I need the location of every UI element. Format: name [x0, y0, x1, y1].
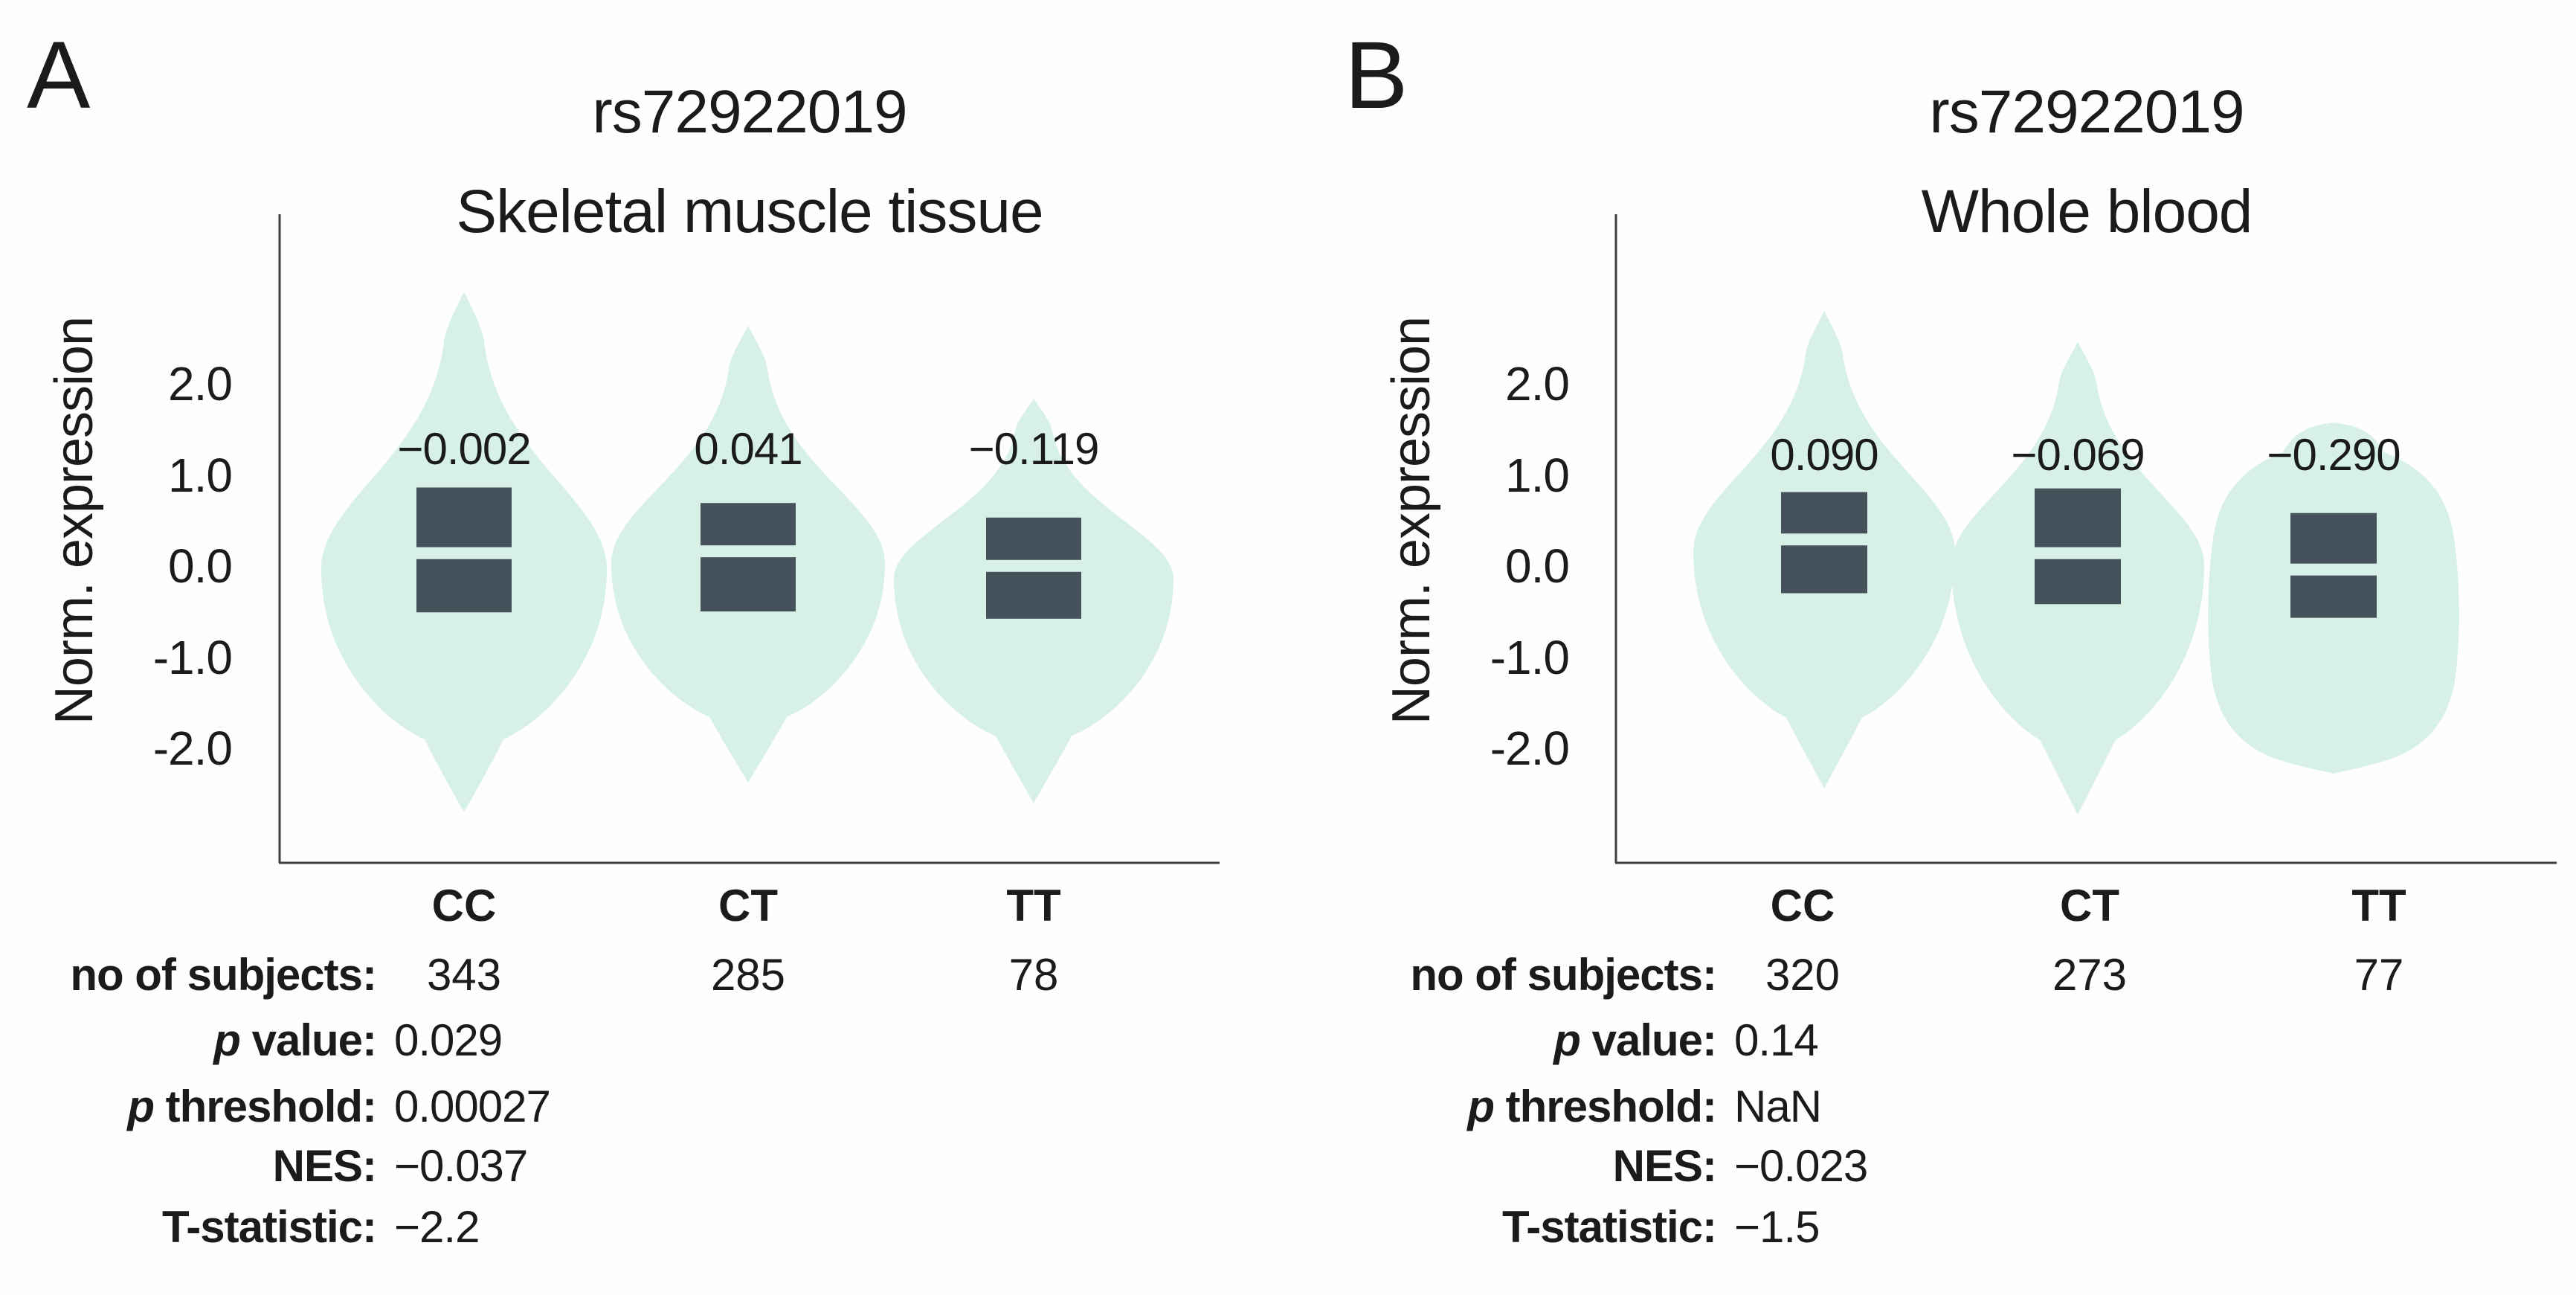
- stat-label-text: value:: [239, 1015, 377, 1065]
- panel-b-ytick-2.0: 2.0: [1505, 357, 1570, 411]
- panel-a-genotype-label-cc: CC: [431, 881, 497, 931]
- panel-a-genotype-label-tt: TT: [1006, 881, 1061, 931]
- panel-b-stat-value-4: −1.5: [1734, 1202, 1820, 1252]
- stat-label-italic-prefix: p: [1553, 1015, 1581, 1065]
- panel-b-letter: B: [1345, 22, 1408, 129]
- stat-label-text: NES:: [1612, 1141, 1717, 1191]
- panel-b-ytick--1.0: -1.0: [1490, 630, 1570, 684]
- panel-a-ytick-0.0: 0.0: [168, 539, 233, 593]
- panel-a-ytick--1.0: -1.0: [152, 630, 233, 684]
- panel-b-box-ct-lower: [2035, 559, 2121, 605]
- panel-b-subtitle: Whole blood: [1921, 178, 2253, 245]
- stat-label-text: no of subjects:: [70, 950, 377, 1000]
- panel-a-violin-ct: [611, 326, 885, 783]
- panel-b-genotype-label-cc: CC: [1770, 881, 1835, 931]
- panel-b-subject-count-cc: 320: [1765, 950, 1841, 1000]
- panel-a-box-tt-lower: [986, 571, 1081, 619]
- panel-a-stat-value-4: −2.2: [394, 1202, 480, 1252]
- panel-b-ytick-1.0: 1.0: [1505, 448, 1570, 502]
- panel-b-stat-value-2: NaN: [1734, 1082, 1822, 1131]
- panel-b-effect-label-ct: −0.069: [2011, 430, 2145, 480]
- stat-label-text: value:: [1580, 1015, 1717, 1065]
- panel-b-stat-label-0: no of subjects:: [1151, 950, 1717, 1000]
- panel-a-stat-label-0: no of subjects:: [0, 950, 377, 1000]
- panel-b-box-tt-lower: [2290, 575, 2377, 618]
- stat-label-text: NES:: [272, 1141, 377, 1191]
- panel-a-subject-count-cc: 343: [426, 950, 502, 1000]
- panel-a-stat-label-2: p threshold:: [0, 1082, 377, 1131]
- panel-a-ytick-2.0: 2.0: [168, 357, 233, 411]
- panel-b-stat-label-3: NES:: [1151, 1141, 1717, 1191]
- panel-a-ytick--2.0: -2.0: [152, 722, 233, 775]
- panel-b-box-cc-upper: [1781, 492, 1867, 534]
- panel-a-box-cc-lower: [416, 559, 512, 613]
- panel-b-box-ct-upper: [2035, 488, 2121, 547]
- panel-a-subject-count-tt: 78: [1008, 950, 1059, 1000]
- panel-b-stat-label-1: p value:: [1151, 1015, 1717, 1065]
- panel-b-box-cc-lower: [1781, 545, 1867, 594]
- panel-b-title: rs72922019: [1929, 78, 2244, 146]
- panel-a-title: rs72922019: [592, 78, 907, 146]
- panel-a-genotype-label-ct: CT: [718, 881, 778, 931]
- stat-label-text: threshold:: [154, 1082, 377, 1131]
- panel-a-stat-label-3: NES:: [0, 1141, 377, 1191]
- panel-b-effect-label-tt: −0.290: [2267, 430, 2400, 480]
- panel-a-stat-value-1: 0.029: [394, 1015, 503, 1065]
- panel-a-stat-value-3: −0.037: [394, 1141, 528, 1191]
- panel-b-stat-label-4: T-statistic:: [1151, 1202, 1717, 1252]
- panel-b-stat-value-3: −0.023: [1734, 1141, 1868, 1191]
- panel-b-subject-count-ct: 273: [2052, 950, 2128, 1000]
- panel-a-stat-value-2: 0.00027: [394, 1082, 551, 1131]
- panel-a-ytick-1.0: 1.0: [168, 448, 233, 502]
- panel-b-ytick--2.0: -2.0: [1490, 722, 1570, 775]
- panel-a-violin-cc: [321, 292, 607, 812]
- panel-b-stat-value-1: 0.14: [1734, 1015, 1819, 1065]
- panel-b-subject-count-tt: 77: [2354, 950, 2404, 1000]
- panel-b-effect-label-cc: 0.090: [1770, 430, 1878, 480]
- panel-a-stat-label-4: T-statistic:: [0, 1202, 377, 1252]
- panel-a-box-tt-upper: [986, 517, 1081, 560]
- stat-label-italic-prefix: p: [1467, 1082, 1495, 1131]
- panel-b-box-tt-upper: [2290, 512, 2377, 564]
- stat-label-italic-prefix: p: [213, 1015, 241, 1065]
- stat-label-text: no of subjects:: [1410, 950, 1717, 1000]
- stat-label-text: threshold:: [1494, 1082, 1717, 1131]
- panel-a-effect-label-tt: −0.119: [968, 424, 1100, 474]
- stat-label-text: T-statistic:: [1501, 1202, 1717, 1252]
- panel-a-effect-label-ct: 0.041: [694, 424, 802, 474]
- panel-a-box-cc-upper: [416, 487, 512, 547]
- panel-a-box-ct-lower: [701, 557, 796, 612]
- panel-a-effect-label-cc: −0.002: [397, 424, 531, 474]
- stat-label-text: T-statistic:: [161, 1202, 377, 1252]
- panel-b-genotype-label-tt: TT: [2351, 881, 2406, 931]
- panel-b-stat-label-2: p threshold:: [1151, 1082, 1717, 1131]
- stat-label-italic-prefix: p: [127, 1082, 155, 1131]
- panel-b-genotype-label-ct: CT: [2060, 881, 2119, 931]
- panel-a-letter: A: [27, 22, 90, 129]
- panel-a-subject-count-ct: 285: [710, 950, 786, 1000]
- panel-a-box-ct-upper: [701, 503, 796, 546]
- panel-a-subtitle: Skeletal muscle tissue: [456, 178, 1043, 245]
- panel-a-stat-label-1: p value:: [0, 1015, 377, 1065]
- panel-b-ytick-0.0: 0.0: [1505, 539, 1570, 593]
